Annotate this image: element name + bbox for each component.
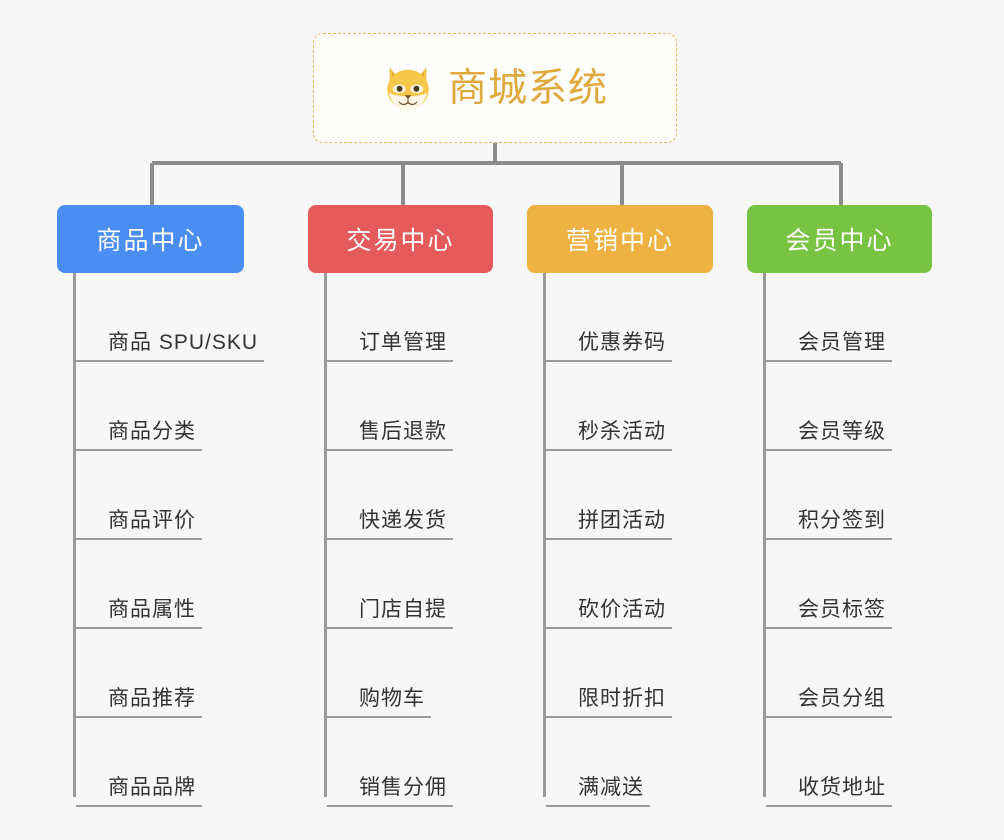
leaf-item-label: 满减送 [546,776,650,807]
category-box-member-center[interactable]: 会员中心 [747,205,932,273]
root-title: 商城系统 [447,66,608,110]
leaf-item[interactable]: 商品评价 [76,451,202,540]
leaf-item-label: 秒杀活动 [546,420,672,451]
leaf-item[interactable]: 商品分类 [76,362,202,451]
category-box-product-center[interactable]: 商品中心 [57,205,244,273]
leaf-column-product-center: 商品 SPU/SKU 商品分类商品评价商品属性商品推荐商品品牌 [73,273,273,807]
leaf-item-label: 砍价活动 [546,598,672,629]
leaf-item[interactable]: 购物车 [327,629,431,718]
leaf-item-label: 门店自提 [327,598,453,629]
leaf-item[interactable]: 商品推荐 [76,629,202,718]
leaf-item[interactable]: 门店自提 [327,540,453,629]
leaf-item[interactable]: 积分签到 [766,451,892,540]
leaf-item[interactable]: 会员标签 [766,540,892,629]
leaf-item[interactable]: 会员等级 [766,362,892,451]
category-box-trade-center[interactable]: 交易中心 [308,205,493,273]
leaf-item-label: 会员标签 [766,598,892,629]
leaf-item[interactable]: 满减送 [546,718,650,807]
leaf-rail [324,273,327,797]
leaf-item[interactable]: 订单管理 [327,273,453,362]
root-node[interactable]: 商城系统 [313,33,677,143]
leaf-item[interactable]: 收货地址 [766,718,892,807]
leaf-item[interactable]: 商品品牌 [76,718,202,807]
leaf-column-member-center: 会员管理会员等级积分签到会员标签会员分组收货地址 [763,273,963,807]
leaf-item-label: 销售分佣 [327,776,453,807]
leaf-item[interactable]: 会员分组 [766,629,892,718]
leaf-column-trade-center: 订单管理售后退款快递发货门店自提购物车销售分佣 [324,273,524,807]
leaf-item[interactable]: 限时折扣 [546,629,672,718]
leaf-item[interactable]: 优惠券码 [546,273,672,362]
leaf-item-label: 商品推荐 [76,687,202,718]
leaf-column-marketing-center: 优惠券码秒杀活动拼团活动砍价活动限时折扣满减送 [543,273,743,807]
leaf-item[interactable]: 售后退款 [327,362,453,451]
leaf-item-label: 会员管理 [766,331,892,362]
leaf-item-label: 商品品牌 [76,776,202,807]
leaf-item-label: 订单管理 [327,331,453,362]
leaf-item[interactable]: 拼团活动 [546,451,672,540]
leaf-item-label: 优惠券码 [546,331,672,362]
leaf-item-label: 商品评价 [76,509,202,540]
leaf-item-label: 商品属性 [76,598,202,629]
shiba-dog-face-icon [387,67,429,112]
leaf-item-label: 积分签到 [766,509,892,540]
leaf-item[interactable]: 秒杀活动 [546,362,672,451]
leaf-item[interactable]: 商品属性 [76,540,202,629]
category-label: 商品中心 [96,227,205,255]
leaf-rail [543,273,546,797]
leaf-item[interactable]: 商品 SPU/SKU [76,273,265,362]
leaf-item-label: 拼团活动 [546,509,672,540]
category-label: 营销中心 [565,227,674,255]
leaf-item[interactable]: 砍价活动 [546,540,672,629]
leaf-item-label: 售后退款 [327,420,453,451]
leaf-item-label: 收货地址 [766,776,892,807]
leaf-item[interactable]: 快递发货 [327,451,453,540]
leaf-item[interactable]: 销售分佣 [327,718,453,807]
leaf-item[interactable]: 会员管理 [766,273,892,362]
category-label: 交易中心 [346,227,455,255]
leaf-rail [763,273,766,797]
leaf-item-label: 会员分组 [766,687,892,718]
leaf-rail [73,273,76,797]
leaf-item-label: 限时折扣 [546,687,672,718]
category-label: 会员中心 [785,227,894,255]
leaf-item-label: 商品 SPU/SKU [76,331,265,362]
leaf-item-label: 商品分类 [76,420,202,451]
category-box-marketing-center[interactable]: 营销中心 [527,205,713,273]
leaf-item-label: 快递发货 [327,509,453,540]
leaf-item-label: 购物车 [327,687,431,718]
leaf-item-label: 会员等级 [766,420,892,451]
